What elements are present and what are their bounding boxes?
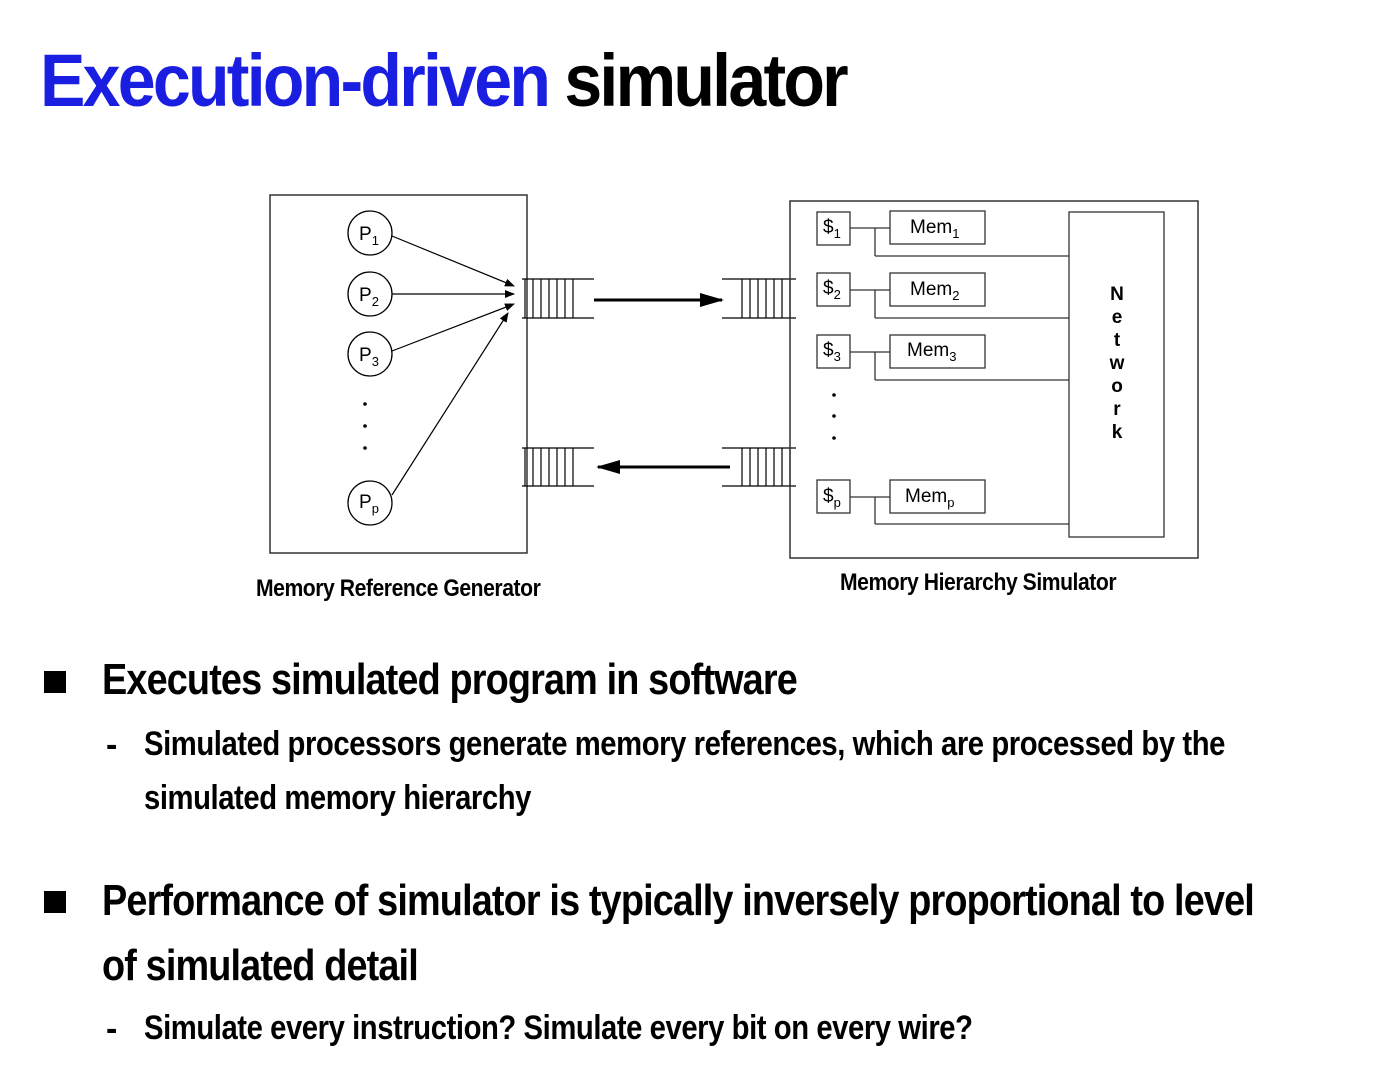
bullet-1-sub-line-1: Simulated processors generate memory ref… xyxy=(144,725,1225,763)
processor-pp: Pp xyxy=(347,480,393,526)
processor-pp-sub: p xyxy=(372,501,379,516)
processor-p3: P3 xyxy=(347,331,393,377)
svg-text:P3: P3 xyxy=(359,345,379,369)
hierarchy-box xyxy=(789,200,1199,559)
cache-3-label: $3 xyxy=(823,340,841,364)
cache-ellipsis xyxy=(832,393,836,440)
mem-2-label: Mem2 xyxy=(910,279,959,303)
title-rest: simulator xyxy=(564,39,848,122)
bullet-1-marker xyxy=(44,671,66,693)
hierarchy-caption: Memory Hierarchy Simulator xyxy=(840,569,1117,596)
processor-p2: P2 xyxy=(347,271,393,317)
bullet-2-text-line-2: of simulated detail xyxy=(102,941,419,990)
cache-row-p xyxy=(816,479,1069,525)
cache-row-2 xyxy=(816,272,1069,319)
bullet-1-text: Executes simulated program in software xyxy=(102,655,798,704)
svg-text:Pp: Pp xyxy=(359,492,379,516)
network-letter: k xyxy=(1112,422,1123,443)
svg-text:P1: P1 xyxy=(359,224,379,248)
mem-p-label: Memp xyxy=(905,486,954,510)
cache-p-label: $p xyxy=(823,486,841,510)
processor-p3-sub: 3 xyxy=(372,354,379,369)
outgoing-queue-right xyxy=(722,278,796,319)
incoming-queue-left xyxy=(522,447,594,487)
network-letter: t xyxy=(1114,330,1121,351)
processor-arrows xyxy=(391,235,515,496)
incoming-queue-right xyxy=(722,447,796,487)
mem-3-label: Mem3 xyxy=(907,340,956,364)
generator-caption: Memory Reference Generator xyxy=(256,575,541,602)
processor-p3-base: P xyxy=(359,345,372,366)
processor-ellipsis xyxy=(363,402,367,450)
network-letter: o xyxy=(1111,376,1123,397)
network-box xyxy=(1068,211,1165,538)
processor-p2-base: P xyxy=(359,285,372,306)
bullet-2-sub-line-1: Simulate every instruction? Simulate eve… xyxy=(144,1009,973,1047)
cache-1-label: $1 xyxy=(823,217,841,241)
bullet-1-sub-dash: - xyxy=(106,726,118,764)
cache-row-3 xyxy=(816,334,1069,381)
processor-p1-base: P xyxy=(359,224,372,245)
processor-p2-sub: 2 xyxy=(372,294,379,309)
outgoing-queue-left xyxy=(522,278,594,319)
processor-p1-sub: 1 xyxy=(372,233,379,248)
cache-row-1 xyxy=(816,210,1069,257)
page-title: Execution-driven simulator xyxy=(40,38,849,123)
bullet-2-sub-dash: - xyxy=(106,1010,118,1048)
processor-pp-base: P xyxy=(359,492,372,513)
network-letter: N xyxy=(1110,284,1124,305)
network-letter: e xyxy=(1112,307,1123,328)
svg-text:P2: P2 xyxy=(359,285,379,309)
network-letter: w xyxy=(1109,353,1125,374)
bullet-2-text-line-1: Performance of simulator is typically in… xyxy=(102,876,1255,925)
bullet-2-marker xyxy=(44,891,66,913)
cache-2-label: $2 xyxy=(823,278,841,302)
title-accent: Execution-driven xyxy=(40,39,551,122)
bullet-1-sub-line-2: simulated memory hierarchy xyxy=(144,779,531,817)
processor-p1: P1 xyxy=(347,210,393,256)
network-letter: r xyxy=(1113,399,1121,420)
generator-box xyxy=(269,194,528,554)
mem-1-label: Mem1 xyxy=(910,217,959,241)
